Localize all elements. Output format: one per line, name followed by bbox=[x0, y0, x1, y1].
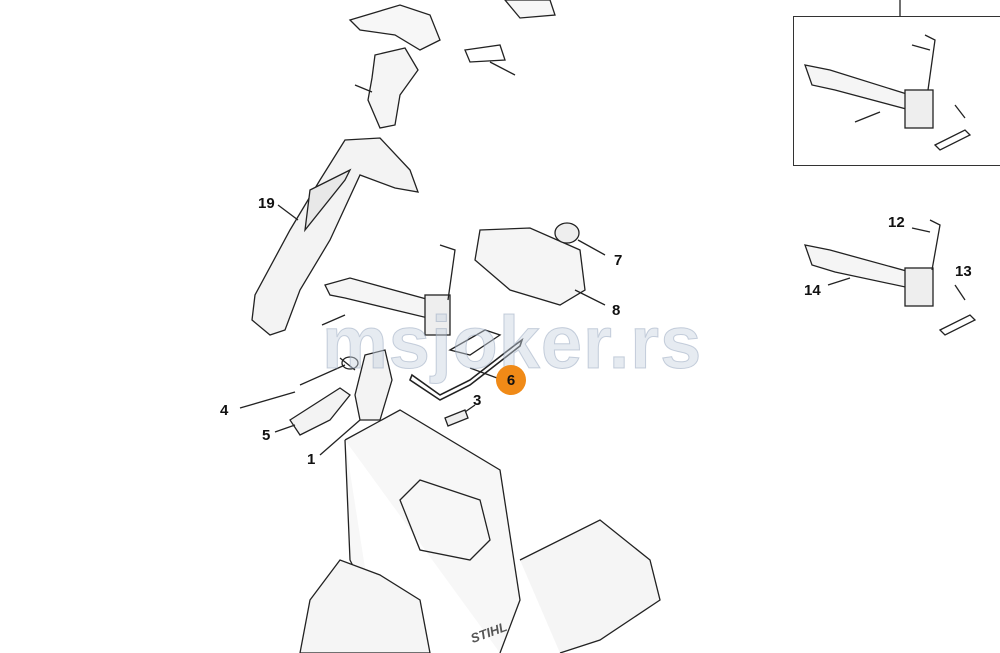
main-housing bbox=[299, 409, 661, 653]
label-12[interactable]: 12 bbox=[888, 214, 905, 231]
side-assembly bbox=[804, 219, 977, 336]
label-6-text: 6 bbox=[506, 371, 516, 389]
top-assembly bbox=[348, 0, 556, 76]
part-6-rod bbox=[409, 337, 524, 401]
label-7[interactable]: 7 bbox=[614, 252, 623, 269]
parts-1-4-5 bbox=[239, 349, 393, 456]
label-3[interactable]: 3 bbox=[473, 392, 482, 409]
inset-assembly bbox=[804, 0, 972, 151]
part-3-pin bbox=[444, 404, 476, 427]
inset-frame bbox=[793, 16, 1000, 166]
label-5[interactable]: 5 bbox=[262, 427, 271, 444]
part-8-housing bbox=[474, 227, 606, 306]
label-6-highlighted[interactable]: 6 bbox=[496, 365, 526, 395]
label-4[interactable]: 4 bbox=[220, 402, 229, 419]
part-19-handle-cover bbox=[251, 137, 419, 336]
label-1[interactable]: 1 bbox=[307, 451, 316, 468]
label-19[interactable]: 19 bbox=[258, 195, 275, 212]
label-13[interactable]: 13 bbox=[955, 263, 972, 280]
throttle-rod-assembly bbox=[321, 244, 502, 356]
label-8[interactable]: 8 bbox=[612, 302, 621, 319]
handle-bracket-top bbox=[354, 47, 419, 129]
part-7-grommet bbox=[554, 222, 606, 256]
label-14[interactable]: 14 bbox=[804, 282, 821, 299]
